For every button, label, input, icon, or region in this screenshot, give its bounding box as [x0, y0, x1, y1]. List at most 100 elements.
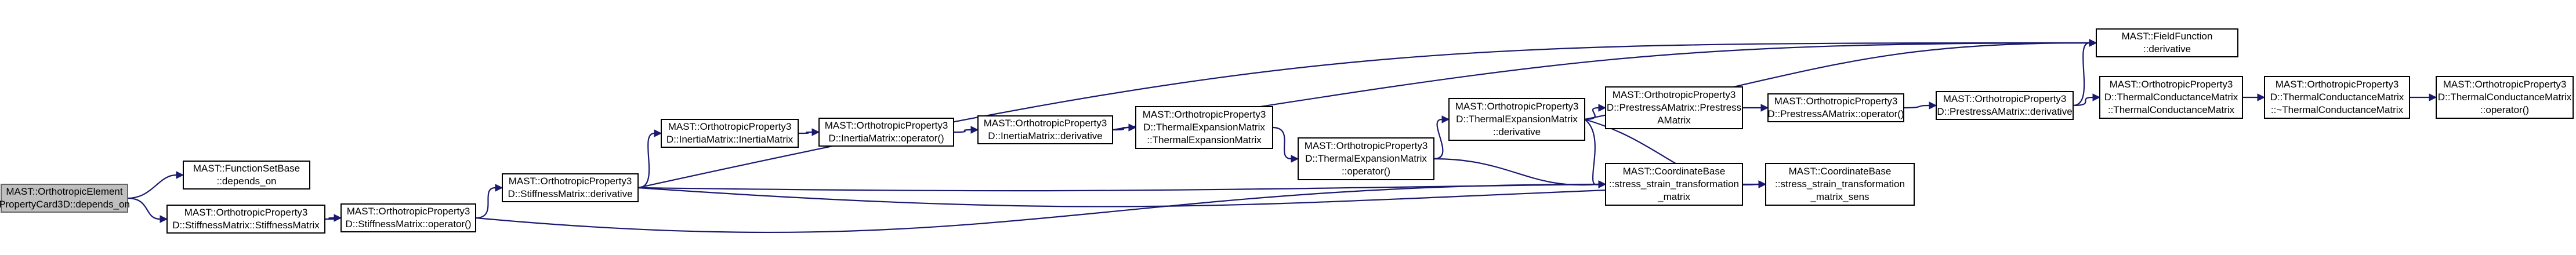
- graph-edge-arrowhead: [160, 215, 168, 223]
- graph-node-label: ::stress_strain_transformation: [1609, 178, 1739, 190]
- graph-node-label: MAST::OrthotropicProperty3: [509, 176, 632, 187]
- nodes-layer: MAST::OrthotropicElementPropertyCard3D::…: [0, 28, 2574, 234]
- graph-node-label: MAST::FunctionSetBase: [193, 163, 300, 174]
- graph-node-tcmctor[interactable]: MAST::OrthotropicProperty3D::ThermalCond…: [2099, 76, 2243, 119]
- graph-node-temop[interactable]: MAST::OrthotropicProperty3D::ThermalExpa…: [1298, 137, 1434, 180]
- graph-node-box: [1448, 98, 1585, 141]
- graph-node-smop[interactable]: MAST::OrthotropicProperty3D::StiffnessMa…: [340, 203, 476, 232]
- graph-node-box: [1135, 106, 1273, 149]
- graph-edge-arrowhead: [1929, 101, 1937, 110]
- graph-edge-temop-to-cbst: [1433, 158, 1599, 186]
- graph-node-root[interactable]: MAST::OrthotropicElementPropertyCard3D::…: [0, 184, 130, 213]
- graph-node-temder[interactable]: MAST::OrthotropicProperty3D::ThermalExpa…: [1448, 98, 1585, 141]
- graph-node-label: D::PrestressAMatrix::Prestress: [1607, 102, 1741, 113]
- graph-edge-pamder-to-tcmctor: [2073, 96, 2093, 107]
- graph-node-label: ::~ThermalConductanceMatrix: [2271, 104, 2404, 115]
- graph-node-label: _matrix_sens: [1810, 191, 1869, 202]
- graph-node-box: [502, 173, 639, 202]
- graph-edge-temder-to-cbst: [1584, 119, 1599, 185]
- graph-node-label: MAST::OrthotropicProperty3: [825, 120, 948, 131]
- graph-node-box: [1298, 137, 1434, 180]
- graph-node-label: MAST::OrthotropicProperty3: [347, 206, 470, 217]
- graph-node-box: [818, 118, 954, 147]
- graph-node-label: D::InertiaMatrix::operator(): [828, 133, 944, 144]
- graph-node-label: ::derivative: [1493, 126, 1541, 137]
- graph-edge-imder-to-ffder: [1112, 42, 2090, 131]
- graph-node-label: ::depends_on: [216, 176, 276, 187]
- graph-edge-smder-to-imctor: [637, 132, 655, 189]
- graph-edge-arrowhead: [1291, 155, 1299, 163]
- graph-edge-arrowhead: [1598, 104, 1607, 112]
- graph-node-label: D::ThermalExpansionMatrix: [1305, 153, 1427, 164]
- graph-edge-arrowhead: [1128, 123, 1137, 132]
- graph-node-box: [2096, 28, 2238, 57]
- graph-node-cbst[interactable]: MAST::CoordinateBase::stress_strain_tran…: [1605, 163, 1743, 206]
- graph-edge-root-to-smctor: [127, 197, 161, 220]
- graph-node-label: D::ThermalExpansionMatrix: [1143, 122, 1265, 133]
- graph-node-smctor[interactable]: MAST::OrthotropicProperty3D::StiffnessMa…: [166, 205, 325, 234]
- graph-edge-imop-to-imder: [953, 129, 972, 133]
- graph-node-imctor[interactable]: MAST::OrthotropicProperty3D::InertiaMatr…: [661, 119, 799, 148]
- graph-node-label: MAST::OrthotropicProperty3: [668, 121, 792, 132]
- graph-node-label: MAST::OrthotropicProperty3: [1943, 93, 2067, 104]
- graph-edge-arrowhead: [1758, 180, 1767, 188]
- graph-edge-imctor-to-imop: [798, 131, 813, 134]
- graph-node-cbsts[interactable]: MAST::CoordinateBase::stress_strain_tran…: [1765, 163, 1915, 206]
- graph-edge-arrowhead: [2429, 93, 2437, 101]
- graph-node-ffder[interactable]: MAST::FieldFunction::derivative: [2096, 28, 2238, 57]
- graph-node-label: MAST::CoordinateBase: [1789, 166, 1892, 177]
- graph-edge-arrowhead: [1598, 180, 1607, 188]
- graph-node-label: D::ThermalConductanceMatrix: [2104, 92, 2238, 103]
- graph-node-label: D::ThermalConductanceMatrix: [2270, 92, 2404, 103]
- graph-node-imop[interactable]: MAST::OrthotropicProperty3D::InertiaMatr…: [818, 118, 954, 147]
- graph-node-box: [1605, 163, 1743, 206]
- graph-node-box: [1, 184, 128, 213]
- graph-edge-temop-to-temder: [1433, 118, 1444, 160]
- graph-node-label: D::PrestressAMatrix::operator(): [1767, 108, 1904, 119]
- graph-node-box: [2099, 76, 2243, 119]
- graph-edge-arrowhead: [2089, 39, 2097, 47]
- graph-node-pamder[interactable]: MAST::OrthotropicProperty3D::PrestressAM…: [1936, 91, 2074, 120]
- graph-node-box: [2436, 76, 2574, 119]
- graph-node-box: [166, 205, 325, 234]
- graph-edge-imder-to-temctor: [1112, 126, 1129, 131]
- graph-node-imder[interactable]: MAST::OrthotropicProperty3D::InertiaMatr…: [977, 115, 1113, 144]
- graph-node-temctor[interactable]: MAST::OrthotropicProperty3D::ThermalExpa…: [1135, 106, 1273, 149]
- graph-node-label: AMatrix: [1657, 115, 1691, 126]
- graph-edge-arrowhead: [176, 171, 184, 179]
- graph-node-box: [1936, 91, 2074, 120]
- graph-node-smder[interactable]: MAST::OrthotropicProperty3D::StiffnessMa…: [502, 173, 639, 202]
- graph-node-label: MAST::OrthotropicElement: [6, 186, 123, 197]
- graph-node-label: MAST::OrthotropicProperty3: [2443, 79, 2567, 90]
- graph-node-label: MAST::OrthotropicProperty3: [1143, 109, 1266, 120]
- graph-node-box: [340, 203, 476, 232]
- graph-node-box: [661, 119, 799, 148]
- graph-node-box: [1765, 163, 1915, 206]
- graph-node-box: [2264, 76, 2410, 119]
- graph-node-fsb[interactable]: MAST::FunctionSetBase::depends_on: [183, 161, 310, 190]
- graph-node-pamctor[interactable]: MAST::OrthotropicProperty3D::PrestressAM…: [1605, 86, 1743, 129]
- graph-edge-arrowhead: [2092, 93, 2101, 101]
- graph-node-label: ::stress_strain_transformation: [1775, 178, 1905, 190]
- graph-node-label: MAST::OrthotropicProperty3: [1613, 89, 1736, 100]
- graph-edge-arrowhead: [2257, 93, 2266, 101]
- graph-edge-arrowhead: [495, 184, 503, 192]
- graph-node-box: [977, 115, 1113, 144]
- graph-edge-arrowhead: [1760, 104, 1769, 112]
- graph-edge-smop-to-cbst: [475, 183, 1599, 234]
- graph-node-label: ::derivative: [2143, 43, 2191, 54]
- graph-node-label: ::ThermalExpansionMatrix: [1147, 134, 1262, 145]
- graph-edge-arrowhead: [654, 129, 662, 137]
- graph-node-tcmop[interactable]: MAST::OrthotropicProperty3D::ThermalCond…: [2436, 76, 2574, 119]
- graph-edge-pamop-to-pamder: [1903, 104, 1930, 109]
- graph-edge-temder-to-pamctor: [1584, 107, 1599, 121]
- graph-edge-smctor-to-smop: [324, 217, 335, 220]
- graph-node-pamop[interactable]: MAST::OrthotropicProperty3D::PrestressAM…: [1767, 93, 1904, 122]
- graph-edge-arrowhead: [1441, 115, 1450, 123]
- graph-edge-arrowhead: [970, 126, 979, 134]
- edges-layer: [127, 39, 2437, 234]
- graph-node-tcmdtor[interactable]: MAST::OrthotropicProperty3D::ThermalCond…: [2264, 76, 2410, 119]
- graph-node-label: D::PrestressAMatrix::derivative: [1937, 106, 2072, 117]
- graph-node-label: MAST::FieldFunction: [2122, 31, 2213, 42]
